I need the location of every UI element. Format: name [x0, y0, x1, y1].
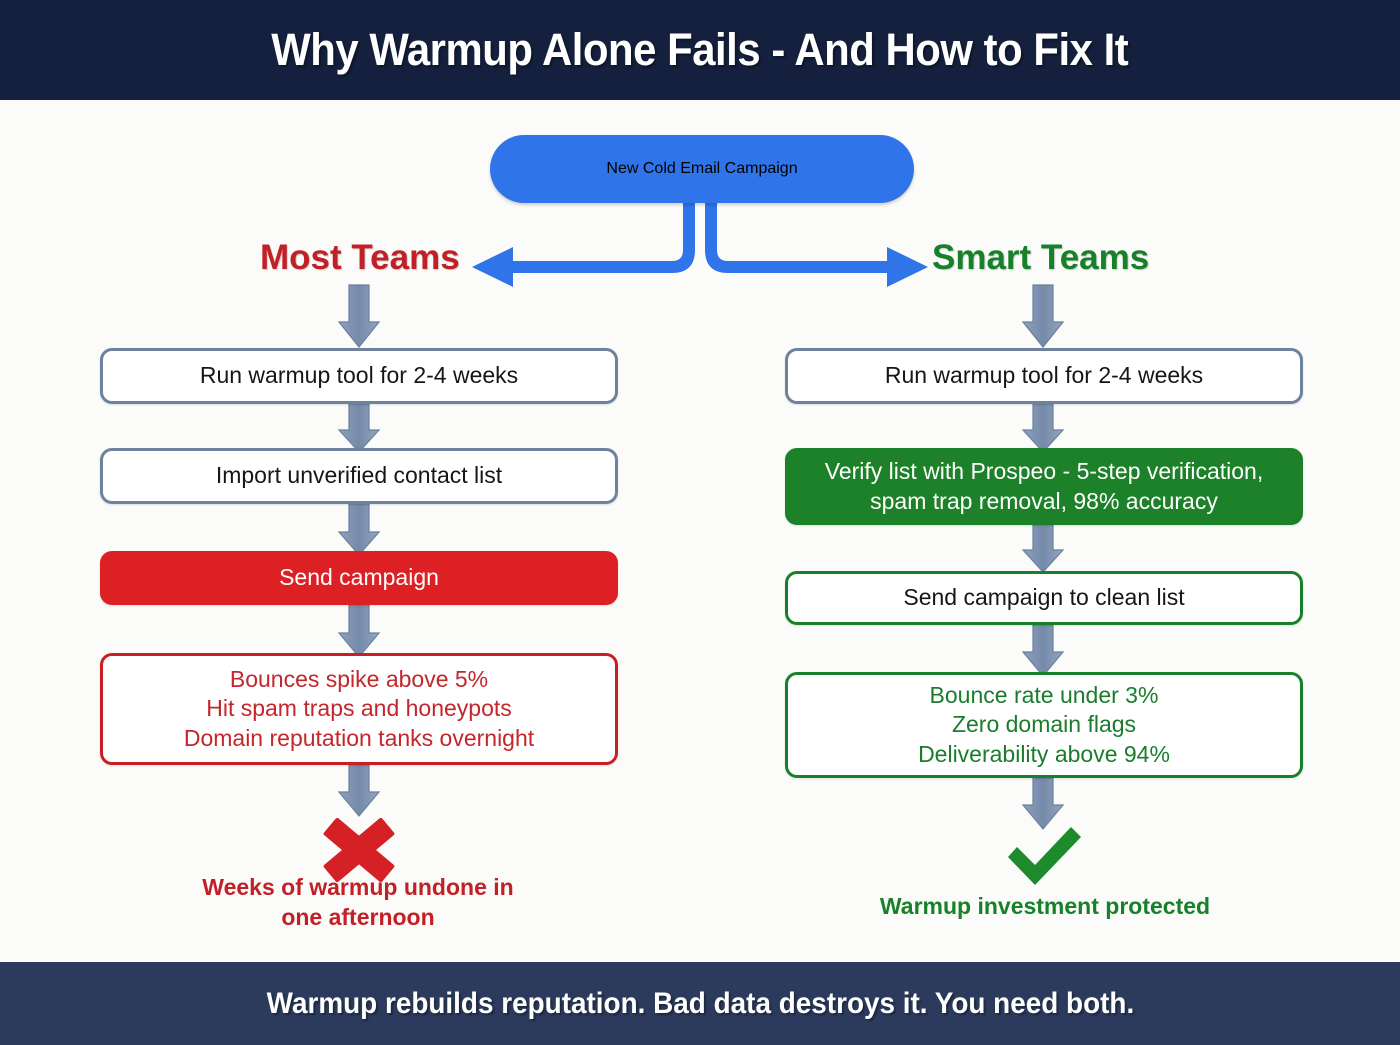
connector-right-1: [1021, 284, 1065, 348]
branch-arrow-left: [472, 200, 695, 287]
left-step-2-label: Import unverified contact list: [215, 462, 503, 489]
right-step-4-label: Bounce rate under 3% Zero domain flags D…: [918, 682, 1170, 767]
connector-graphics: [337, 200, 1065, 830]
left-step-4[interactable]: Bounces spike above 5% Hit spam traps an…: [100, 653, 618, 765]
connector-left-4: [337, 604, 381, 658]
header-bar: Why Warmup Alone Fails - And How to Fix …: [0, 0, 1400, 100]
connector-left-5: [337, 764, 381, 817]
right-step-1[interactable]: Run warmup tool for 2-4 weeks: [785, 348, 1303, 404]
left-step-4-label: Bounces spike above 5% Hit spam traps an…: [183, 666, 535, 751]
connector-right-4: [1021, 624, 1065, 677]
start-node-label: New Cold Email Campaign: [606, 160, 798, 177]
connector-left-1: [337, 284, 381, 348]
left-step-1-label: Run warmup tool for 2-4 weeks: [199, 362, 519, 389]
connector-right-3: [1021, 524, 1065, 573]
column-heading-smart-teams: Smart Teams: [932, 238, 1150, 277]
left-step-1[interactable]: Run warmup tool for 2-4 weeks: [100, 348, 618, 404]
right-step-4[interactable]: Bounce rate under 3% Zero domain flags D…: [785, 672, 1303, 778]
connector-right-2: [1021, 403, 1065, 453]
right-step-3[interactable]: Send campaign to clean list: [785, 571, 1303, 625]
left-outcome-caption: Weeks of warmup undone in one afternoon: [202, 874, 514, 930]
branch-arrow-right: [705, 200, 928, 287]
column-heading-most-teams: Most Teams: [260, 238, 460, 277]
right-step-1-label: Run warmup tool for 2-4 weeks: [884, 362, 1204, 389]
left-step-2[interactable]: Import unverified contact list: [100, 448, 618, 504]
right-step-2[interactable]: Verify list with Prospeo - 5-step verifi…: [785, 448, 1303, 525]
right-outcome-caption: Warmup investment protected: [879, 893, 1211, 919]
page-title: Why Warmup Alone Fails - And How to Fix …: [271, 24, 1129, 75]
right-step-3-label: Send campaign to clean list: [903, 584, 1185, 611]
left-step-3[interactable]: Send campaign: [100, 551, 618, 605]
start-node[interactable]: New Cold Email Campaign: [490, 135, 914, 203]
footer-bar: Warmup rebuilds reputation. Bad data des…: [0, 962, 1400, 1045]
left-step-3-label: Send campaign: [279, 564, 439, 591]
connector-left-2: [337, 403, 381, 453]
flowchart-canvas: New Cold Email Campaign Most Teams Smart…: [0, 100, 1400, 962]
right-step-2-label: Verify list with Prospeo - 5-step verifi…: [824, 458, 1264, 514]
connector-left-3: [337, 503, 381, 556]
footer-tagline: Warmup rebuilds reputation. Bad data des…: [266, 986, 1134, 1020]
check-mark-icon: [1000, 823, 1088, 894]
x-mark-icon: [316, 815, 402, 890]
connector-right-5: [1021, 777, 1065, 830]
